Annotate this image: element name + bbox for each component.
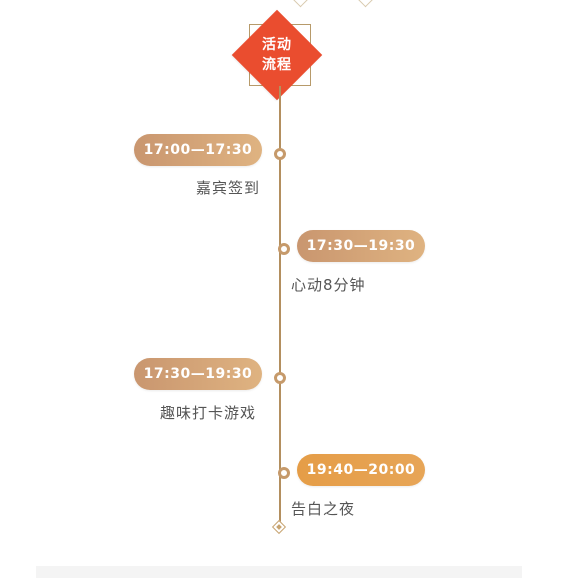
event-time-pill: 17:30—19:30 <box>297 230 425 262</box>
event-time-pill: 19:40—20:00 <box>297 454 425 486</box>
top-decorative-mark <box>357 0 374 8</box>
timeline-dot <box>278 243 290 255</box>
top-decorative-mark <box>292 0 309 8</box>
timeline-dot <box>274 148 286 160</box>
event-time-pill: 17:30—19:30 <box>134 358 262 390</box>
bottom-background-band <box>36 566 522 578</box>
event-label: 心动8分钟 <box>291 276 366 294</box>
event-time-pill: 17:00—17:30 <box>134 134 262 166</box>
event-label: 嘉宾签到 <box>196 179 261 197</box>
timeline-dot <box>278 467 290 479</box>
timeline-line <box>279 86 281 522</box>
event-label: 趣味打卡游戏 <box>160 404 257 422</box>
event-label: 告白之夜 <box>291 500 356 518</box>
badge-title: 活动 流程 <box>262 37 292 73</box>
timeline-dot <box>274 372 286 384</box>
timeline-end-diamond-icon <box>271 519 287 535</box>
